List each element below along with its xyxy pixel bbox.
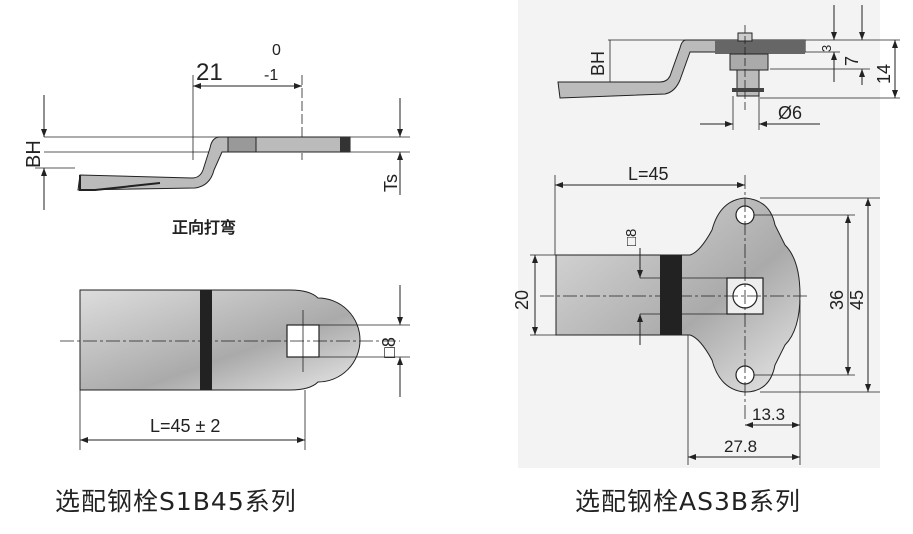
- right-dim-3: 3: [819, 45, 834, 52]
- left-label-bh: BH: [23, 140, 45, 168]
- right-side-view: [557, 5, 900, 130]
- right-top-view: [530, 175, 880, 465]
- right-dim-7: 7: [842, 56, 862, 66]
- left-label-ts: Ts: [381, 174, 401, 192]
- left-caption: 选配钢栓S1B45系列: [55, 487, 297, 516]
- right-height-45: 45: [847, 290, 867, 310]
- left-subtitle: 正向打弯: [172, 218, 237, 237]
- right-offset-13-3: 13.3: [752, 405, 785, 424]
- right-square-8: □8: [623, 229, 640, 246]
- left-length: L=45 ± 2: [150, 416, 220, 436]
- right-label-bh: BH: [588, 51, 608, 76]
- left-tol-upper: 0: [272, 42, 281, 59]
- right-panel-background: [518, 0, 880, 468]
- right-hole-spacing-36: 36: [827, 290, 847, 310]
- left-top-view: [60, 285, 410, 450]
- right-caption: 选配钢栓AS3B系列: [575, 487, 802, 516]
- right-dim-14: 14: [874, 64, 894, 84]
- right-offset-27-8: 27.8: [724, 437, 757, 456]
- left-square-8: □8: [379, 337, 399, 358]
- right-width-20: 20: [512, 290, 532, 310]
- left-tol-lower: -1: [264, 67, 278, 84]
- left-dim-21: 21: [196, 59, 223, 86]
- left-side-view: [35, 75, 410, 210]
- right-length: L=45: [628, 164, 669, 184]
- right-dia-6: Ø6: [778, 103, 802, 123]
